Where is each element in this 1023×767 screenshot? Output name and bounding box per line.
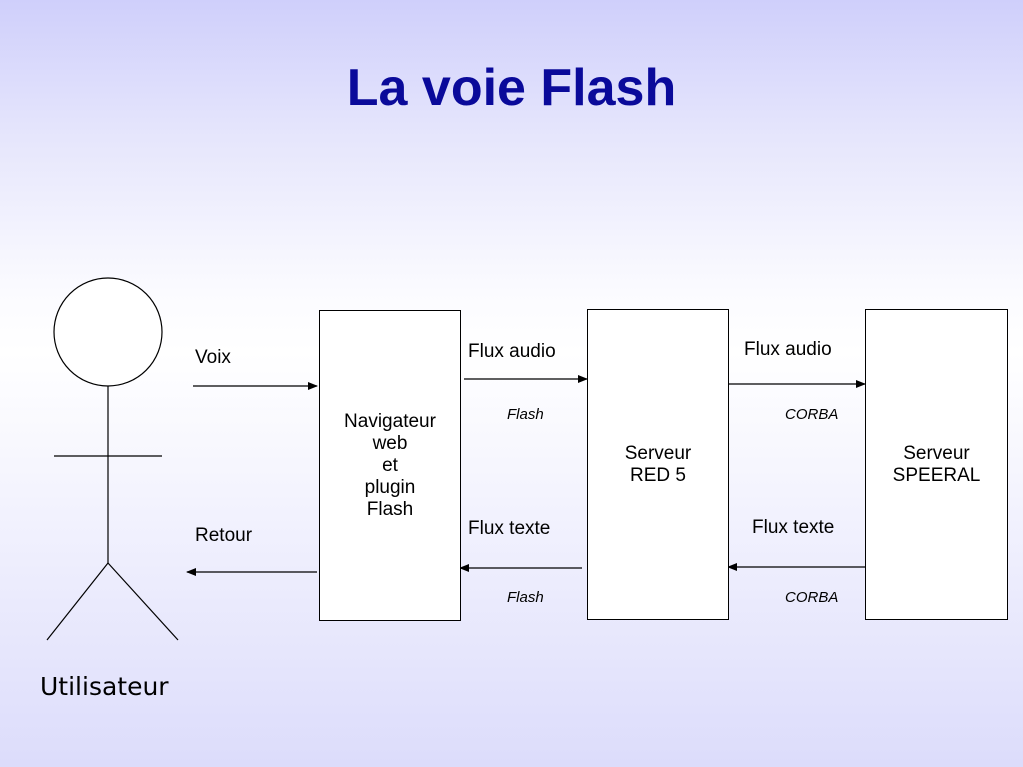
return-label: Retour	[195, 525, 253, 546]
browser-box: Navigateur web et plugin Flash	[319, 310, 461, 621]
text-flash-protocol: Flash	[507, 589, 544, 606]
text-corba-label: Flux texte	[752, 517, 835, 538]
audio-flash-label: Flux audio	[468, 341, 556, 362]
red5-server-box: Serveur RED 5	[587, 309, 729, 620]
user-left-leg	[46, 562, 109, 641]
text-corba-protocol: CORBA	[785, 589, 839, 606]
user-head	[53, 277, 163, 387]
user-stick-figure	[46, 277, 179, 641]
audio-corba-label: Flux audio	[744, 339, 832, 360]
audio-corba-protocol: CORBA	[785, 406, 839, 423]
slide-title: La voie Flash	[346, 59, 677, 117]
audio-flash-protocol: Flash	[507, 406, 544, 423]
voice-label: Voix	[195, 347, 231, 368]
speeral-server-box: Serveur SPEERAL	[865, 309, 1008, 620]
user-label: Utilisateur	[40, 672, 169, 701]
user-right-leg	[107, 562, 179, 641]
text-flash-label: Flux texte	[468, 518, 551, 539]
